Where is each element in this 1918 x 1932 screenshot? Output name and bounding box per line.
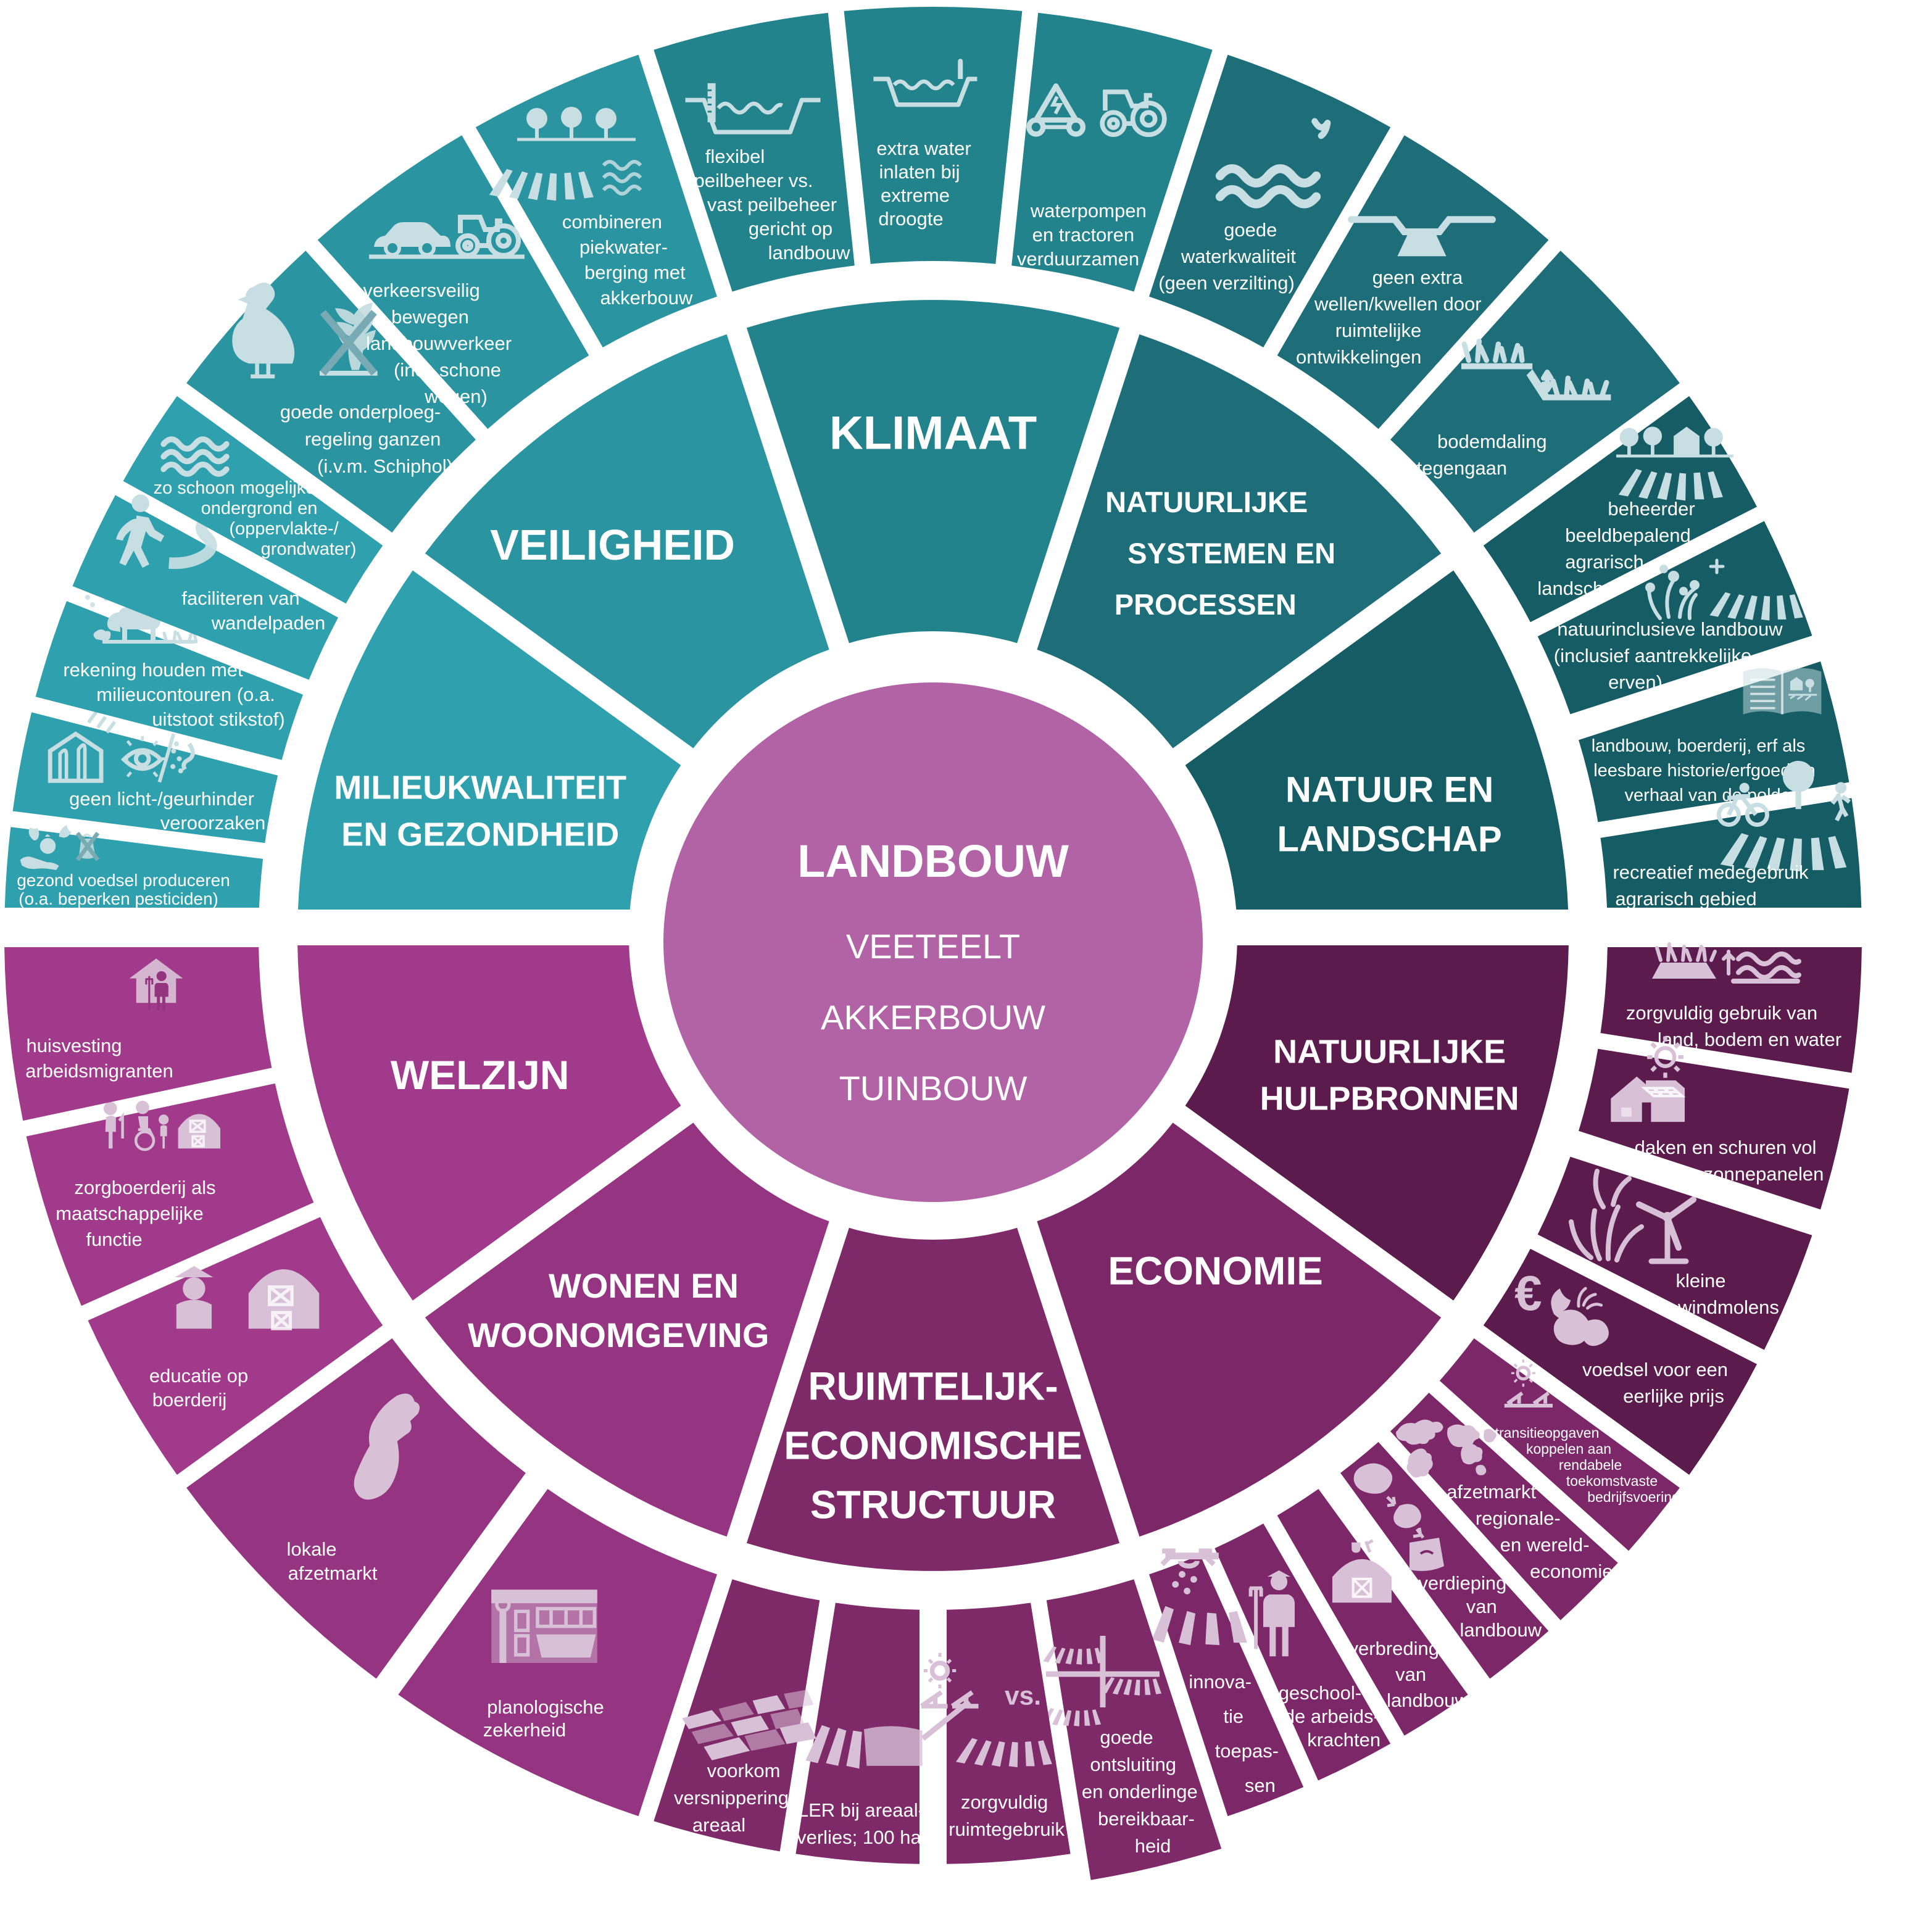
svg-text:WELZIJN: WELZIJN: [391, 1052, 570, 1098]
svg-text:LANDBOUW: LANDBOUW: [797, 835, 1069, 887]
svg-text:VEETEELT: VEETEELT: [846, 927, 1020, 966]
svg-text:goede onderploeg-regeling ganz: goede onderploeg-regeling ganzen(i.v.m. …: [280, 401, 453, 477]
svg-text:vs.: vs.: [1005, 1682, 1041, 1711]
svg-text:LER bij areaal-verlies; 100 ha: LER bij areaal-verlies; 100 ha: [797, 1799, 924, 1848]
svg-text:VEILIGHEID: VEILIGHEID: [490, 521, 735, 569]
svg-text:geschool-de arbeids-krachten: geschool-de arbeids-krachten: [1279, 1682, 1380, 1751]
svg-text:ECONOMIE: ECONOMIE: [1108, 1248, 1322, 1293]
svg-text:KLIMAAT: KLIMAAT: [829, 407, 1037, 460]
svg-text:gezond voedsel produceren(o.a.: gezond voedsel produceren(o.a. beperken …: [17, 871, 230, 908]
svg-text:TUINBOUW: TUINBOUW: [839, 1069, 1028, 1108]
svg-text:AKKERBOUW: AKKERBOUW: [821, 998, 1045, 1037]
svg-text:€: €: [1514, 1266, 1542, 1320]
svg-text:natuurinclusieve landbouw(incl: natuurinclusieve landbouw(inclusief aant…: [1554, 618, 1783, 693]
